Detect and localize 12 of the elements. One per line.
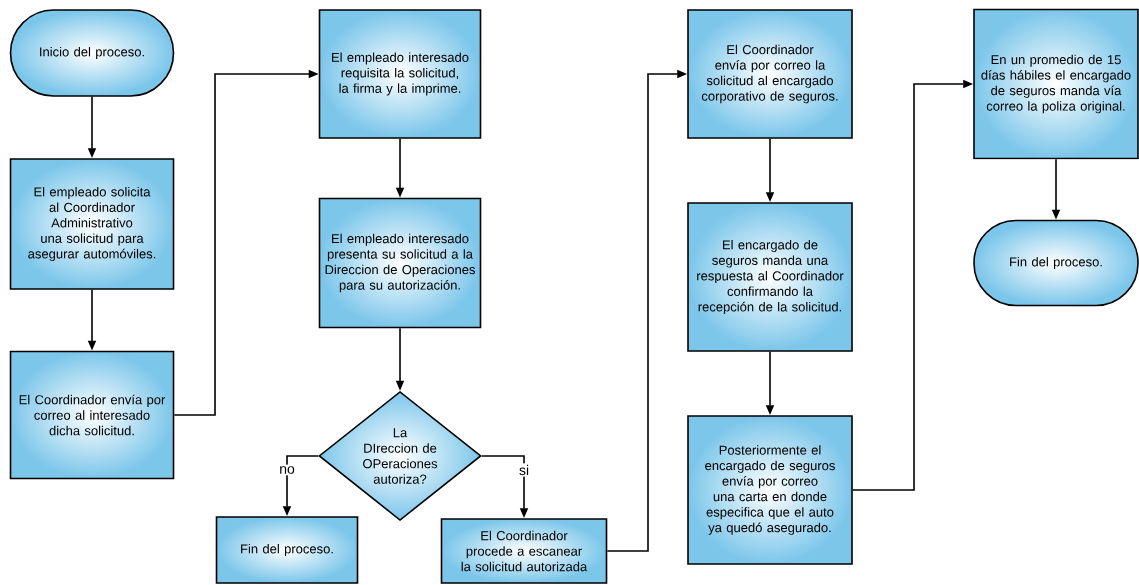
process-box: Fin del proceso. <box>215 516 359 584</box>
process-box: El Coordinador procede a escanear la solicitud autorizada <box>440 518 608 584</box>
process-box: El empleado solicita al Coordinador Administrativo una solicitud para asegurar automóviles. <box>9 158 175 290</box>
process-box: El Coordinador envía por correo la solicitud al encargado corporativo de seguros. <box>687 9 853 139</box>
process-box: En un promedio de 15 días hábiles el encargado de seguros manda vía correo la poliza original. <box>973 8 1139 160</box>
process-box: El encargado de seguros manda una respuesta al Coordinador confirmando la recepción de la solicitud. <box>687 202 853 352</box>
edge-label: si <box>517 463 531 477</box>
process-box: El empleado interesado requisita la solicitud, la firma y la imprime. <box>318 9 482 139</box>
process-box: El empleado interesado presenta su solicitud a la Direccion de Operaciones para su autorización. <box>318 197 482 329</box>
process-box: Posteriormente el encargado de seguros envía por correo una carta en donde especifica que el auto ya quedó asegurado. <box>687 415 853 565</box>
process-box: El Coordinador envía por correo al interesado dicha solicitud. <box>9 350 175 480</box>
edge-label: no <box>277 464 297 476</box>
